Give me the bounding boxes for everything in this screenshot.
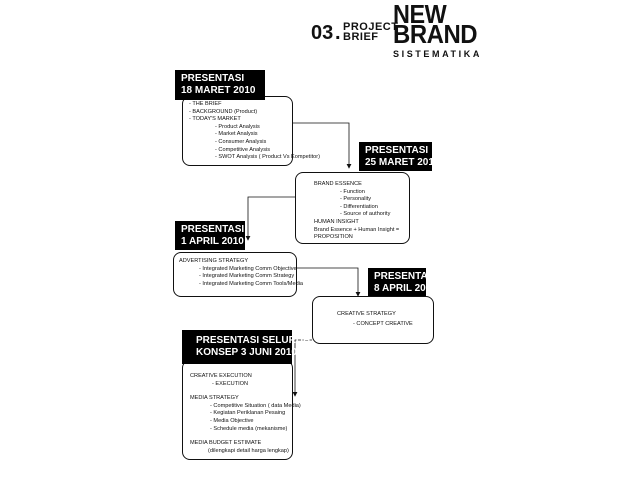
- connector-3-4: [296, 267, 361, 297]
- stage1-subitem: - Consumer Analysis: [215, 138, 267, 145]
- stage5-media-subitem: - Media Objective: [210, 417, 254, 424]
- stage1-item: - THE BRIEF: [189, 101, 222, 107]
- stage3-subitem: - Integrated Marketing Comm Objective: [199, 265, 297, 272]
- stage3-subitem: - Integrated Marketing Comm Tools/Media: [199, 280, 304, 287]
- stage5-budget-note: (dilengkapi detail harga lengkap): [208, 447, 289, 454]
- connector-4-5: [292, 339, 312, 397]
- stage3-subitem: - Integrated Marketing Comm Strategy: [199, 273, 295, 280]
- stage2-footer: PROPOSITION: [314, 234, 353, 241]
- header-project-brief: PROJECT BRIEF: [343, 21, 399, 43]
- stage1-content: - THE BRIEF - BACKGROUND (Product) - TOD…: [189, 101, 320, 162]
- stage3-heading: ADVERTISING STRATEGY: [179, 258, 249, 264]
- stage2-footer: HUMAN INSIGHT: [314, 218, 359, 225]
- stage1-tag: PRESENTASI 18 MARET 2010: [175, 70, 265, 100]
- stage2-subitem: - Function: [340, 188, 365, 195]
- stage4-heading: CREATIVE STRATEGY: [337, 311, 396, 317]
- stage2-box: BRAND ESSENCE - Function - Personality -…: [295, 172, 410, 244]
- stage1-item: - BACKGROUND (Product): [189, 108, 258, 115]
- stage5-creative-sub: - EXECUTION: [212, 380, 249, 387]
- connector-1-2: [292, 122, 352, 169]
- header-sistematika: SISTEMATIKA: [393, 49, 482, 59]
- stage1-subitem: - Product Analysis: [215, 123, 260, 130]
- stage5-box: CREATIVE EXECUTION - EXECUTION MEDIA STR…: [182, 360, 301, 460]
- stage4-box: CREATIVE STRATEGY - CONCEPT CREATIVE: [312, 296, 434, 344]
- stage2-footer: Brand Essence + Human Insight =: [314, 226, 400, 233]
- stage2-subitem: - Source of authority: [340, 211, 391, 218]
- header-new: NEW: [393, 0, 447, 29]
- stage1-box: - THE BRIEF - BACKGROUND (Product) - TOD…: [182, 96, 320, 166]
- header-brand: BRAND: [393, 19, 478, 49]
- stage1-subitem: - SWOT Analysis ( Product Vs Kompetitor): [215, 154, 320, 161]
- stage5-media-subitem: - Competitive Situation ( data Media): [210, 402, 301, 409]
- header-dot: .: [335, 22, 341, 44]
- stage2-content: BRAND ESSENCE - Function - Personality -…: [314, 181, 399, 242]
- stage3-content: ADVERTISING STRATEGY - Integrated Market…: [179, 258, 303, 288]
- stage1-item: - TODAY'S MARKET: [189, 116, 241, 123]
- stage5-media-subitem: - Kegiatan Periklanan Pesaing: [210, 410, 286, 417]
- stage4-tag: PRESENTASI 8 APRIL 2010: [368, 268, 437, 296]
- stage1-subitem: - Competitive Analysis: [215, 146, 271, 153]
- stage2-subitem: - Personality: [340, 196, 372, 203]
- stage2-subitem: - Differentiation: [340, 203, 378, 210]
- stage5-media-heading: MEDIA STRATEGY: [190, 395, 239, 402]
- stage4-content: CREATIVE STRATEGY - CONCEPT CREATIVE: [337, 311, 413, 328]
- stage5-creative-heading: CREATIVE EXECUTION: [190, 373, 252, 379]
- header-number: 03: [311, 22, 334, 44]
- stage3-box: ADVERTISING STRATEGY - Integrated Market…: [173, 252, 303, 297]
- stage2-tag: PRESENTASI 25 MARET 2010: [359, 142, 439, 171]
- stage4-subitem: - CONCEPT CREATIVE: [353, 320, 413, 327]
- stage3-tag: PRESENTASI 1 APRIL 2010: [175, 221, 245, 250]
- stage5-budget-heading: MEDIA BUDGET ESTIMATE: [190, 440, 262, 447]
- connector-2-3: [245, 196, 295, 241]
- stage1-subitem: - Market Analysis: [215, 131, 258, 138]
- stage5-media-subitem: - Schedule media (mekanisme): [210, 425, 288, 432]
- stage2-heading: BRAND ESSENCE: [314, 181, 362, 187]
- stage5-tag: PRESENTASI SELURUH KONSEP 3 JUNI 2010: [182, 330, 310, 364]
- stage5-content: CREATIVE EXECUTION - EXECUTION MEDIA STR…: [190, 373, 301, 455]
